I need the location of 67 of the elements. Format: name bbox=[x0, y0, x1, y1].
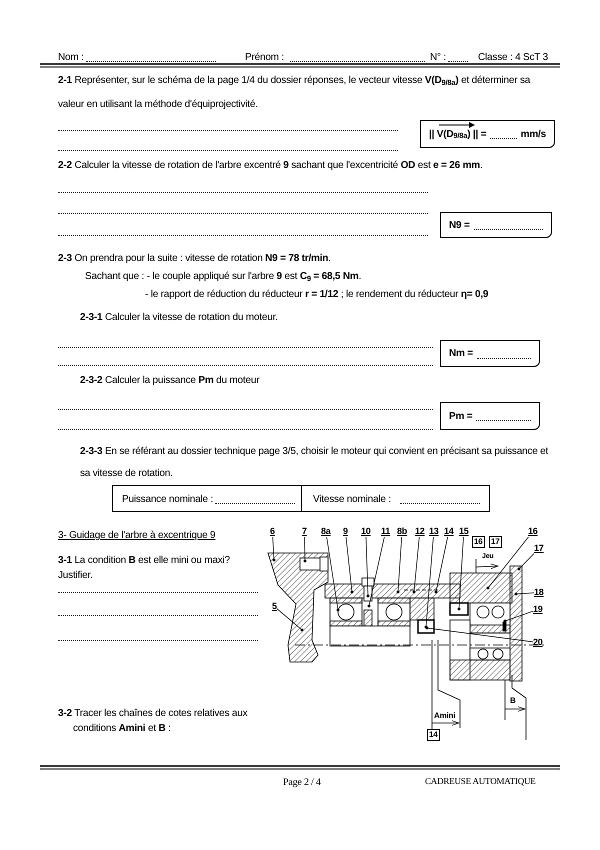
callout-number: 14 bbox=[444, 526, 454, 537]
leader-line bbox=[366, 536, 370, 598]
instruction-text: Sachant que : - le couple appliqué sur l'arbre 9 est C$_{9}$ = 68,5 Nm. bbox=[85, 270, 362, 284]
dimension-label: B bbox=[510, 695, 517, 707]
callout-number: 15 bbox=[459, 526, 469, 537]
callout-number: 18 bbox=[534, 587, 544, 598]
answer-box bbox=[420, 120, 555, 148]
callout-number: 12 bbox=[415, 526, 425, 537]
callout-number: 20 bbox=[533, 637, 543, 648]
answer-box bbox=[440, 212, 552, 238]
callout-number: 7 bbox=[302, 526, 307, 537]
leader-line bbox=[346, 536, 354, 594]
instruction-text: Prénom : bbox=[245, 51, 285, 65]
instruction-text: 3-1 La condition B est elle mini ou maxi? Justifier. bbox=[58, 554, 231, 583]
leader-line bbox=[276, 608, 304, 632]
leader-line bbox=[412, 536, 420, 594]
leader-line bbox=[368, 536, 385, 608]
instruction-text: 2-2 Calculer la vitesse de rotation de l'arbre excentré 9 sachant que l'excentricité OD est e = 26 mm. bbox=[58, 159, 484, 173]
answer-label: mm/s bbox=[520, 128, 546, 142]
leader-line bbox=[518, 553, 534, 570]
instruction-text: 3-2 Tracer les chaînes de cotes relatives aux conditions Amini et B : bbox=[58, 707, 248, 736]
footer-title: CADREUSE AUTOMATIQUE bbox=[425, 775, 537, 788]
callout-number: 8b bbox=[397, 526, 408, 537]
instruction-text: Classe : 4 ScT 3 bbox=[478, 51, 549, 65]
leader-line bbox=[514, 592, 534, 596]
leader-line bbox=[396, 536, 402, 594]
callout-number: 13 bbox=[429, 526, 439, 537]
leader-line bbox=[326, 536, 340, 612]
instruction-text: N° : bbox=[430, 51, 447, 65]
reference-box: 16 bbox=[472, 536, 484, 548]
callout-number: 6 bbox=[270, 526, 275, 537]
instruction-text: 2-3-3 En se référant au dossier technique page 3/5, choisir le moteur qui convient en précisant sa puissance et sa vitesse de rotation. bbox=[80, 445, 550, 481]
leader-line bbox=[504, 610, 534, 622]
answer-label: Pm = bbox=[449, 410, 472, 424]
instruction-text: 2-1 Représenter, sur le schéma de la page 1/4 du dossier réponses, le vecteur vitesse V(D$_{9/8a}$) et déterminer sa valeur en utilisant la méthode d'équiprojectivité. bbox=[58, 74, 532, 112]
leader-line bbox=[304, 536, 306, 562]
dimension-label: Amini bbox=[434, 710, 456, 722]
table-label: Puissance nominale : bbox=[122, 493, 214, 507]
callout-number: 17 bbox=[534, 543, 544, 554]
callout-number: 5 bbox=[272, 601, 277, 612]
table-label: Vitesse nominale : bbox=[313, 493, 392, 507]
callout-number: 19 bbox=[533, 604, 543, 615]
leader-line bbox=[272, 536, 276, 562]
answer-box bbox=[440, 340, 540, 367]
callout-number: 8a bbox=[321, 526, 331, 537]
leader-line bbox=[426, 626, 534, 642]
leader-line bbox=[458, 536, 464, 610]
answer-label: Nm = bbox=[449, 347, 473, 361]
answer-label: N9 = bbox=[449, 218, 470, 232]
instruction-text: 2-3-1 Calculer la vitesse de rotation du moteur. bbox=[80, 311, 279, 325]
page-number: Page 2 / 4 bbox=[283, 776, 322, 790]
reference-box: 17 bbox=[489, 536, 502, 548]
instruction-text: 2-3-2 Calculer la puissance Pm du moteur bbox=[80, 374, 260, 388]
callout-number: 16 bbox=[528, 526, 538, 537]
leader-line bbox=[486, 536, 529, 590]
section-heading: 3- Guidage de l'arbre à excentrique 9 bbox=[58, 529, 216, 543]
answer-label: || V(D$_{9/8a}$) || = bbox=[429, 126, 486, 142]
leader-line bbox=[434, 536, 448, 594]
answer-box bbox=[440, 402, 540, 430]
callout-number: 9 bbox=[343, 526, 348, 537]
callout-number: 10 bbox=[361, 526, 371, 537]
leader-line bbox=[424, 536, 434, 628]
instruction-text: 2-3 On prendra pour la suite : vitesse de rotation N9 = 78 tr/min. bbox=[58, 252, 332, 266]
instruction-text: Nom : bbox=[58, 51, 85, 65]
instruction-text: - le rapport de réduction du réducteur r = 1/12 ; le rendement du réducteur η= 0,9 bbox=[145, 288, 490, 302]
reference-box: 14 bbox=[427, 729, 440, 741]
callout-number: 11 bbox=[381, 526, 390, 537]
